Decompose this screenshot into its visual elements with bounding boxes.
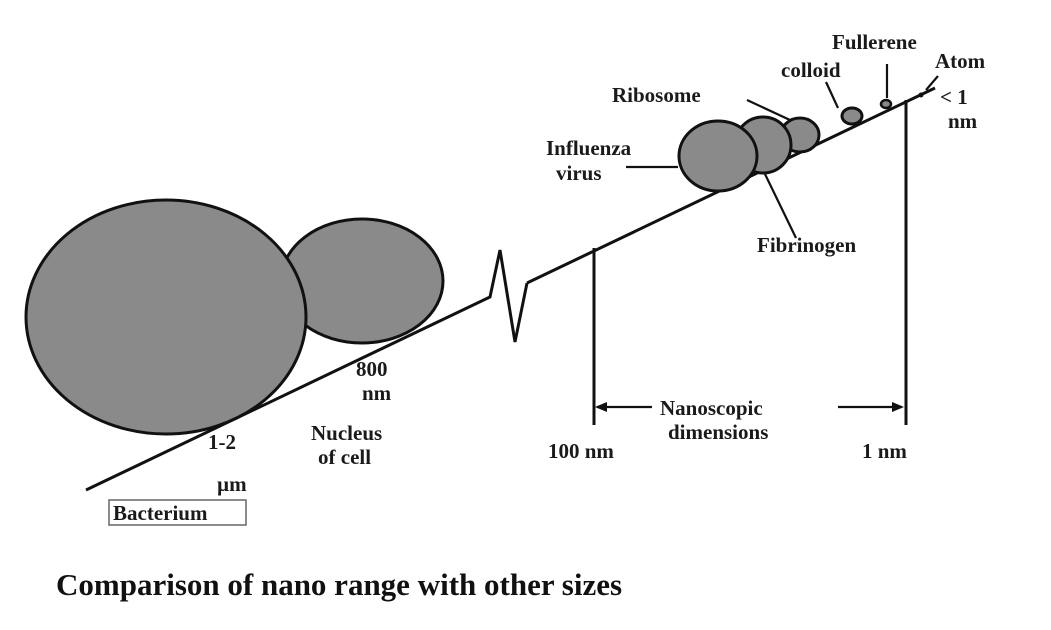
- leader-fibrinogen: [763, 171, 797, 239]
- label-100nm: 100 nm: [548, 439, 614, 463]
- fullerene-circle: [879, 98, 893, 110]
- label-atom: Atom: [935, 49, 986, 73]
- label-bacterium-size-2: µm: [217, 472, 247, 496]
- bacterium-circle: [24, 198, 308, 436]
- label-nanoscopic-2: dimensions: [668, 420, 768, 444]
- leader-colloid: [825, 81, 839, 109]
- label-nucleus-1: Nucleus: [311, 421, 382, 445]
- label-1nm: 1 nm: [862, 439, 907, 463]
- label-fullerene: Fullerene: [832, 30, 917, 54]
- label-fibrinogen: Fibrinogen: [757, 233, 856, 257]
- bacterium-label-box: [108, 499, 247, 526]
- leader-ribosome: [746, 99, 791, 121]
- label-nucleus-size-2: nm: [362, 381, 392, 405]
- label-ribosome: Ribosome: [612, 83, 701, 107]
- label-influenza-1: Influenza: [546, 136, 632, 160]
- label-atom-size-1: < 1: [940, 85, 968, 109]
- label-bacterium: Bacterium: [113, 501, 208, 525]
- leader-atom: [925, 75, 939, 91]
- atom-dot: [918, 92, 924, 98]
- colloid-circle: [840, 106, 864, 126]
- label-nanoscopic-1: Nanoscopic: [660, 396, 763, 420]
- label-colloid: colloid: [781, 58, 841, 82]
- label-nucleus-size-1: 800: [356, 357, 388, 381]
- figure-caption: Comparison of nano range with other size…: [56, 567, 622, 602]
- label-nucleus-2: of cell: [318, 445, 371, 469]
- label-bacterium-size-1: 1-2: [208, 430, 236, 454]
- label-atom-size-2: nm: [948, 109, 978, 133]
- label-influenza-2: virus: [556, 161, 602, 185]
- influenza-virus-circle: [677, 119, 759, 193]
- scale-line-lower: [85, 249, 529, 492]
